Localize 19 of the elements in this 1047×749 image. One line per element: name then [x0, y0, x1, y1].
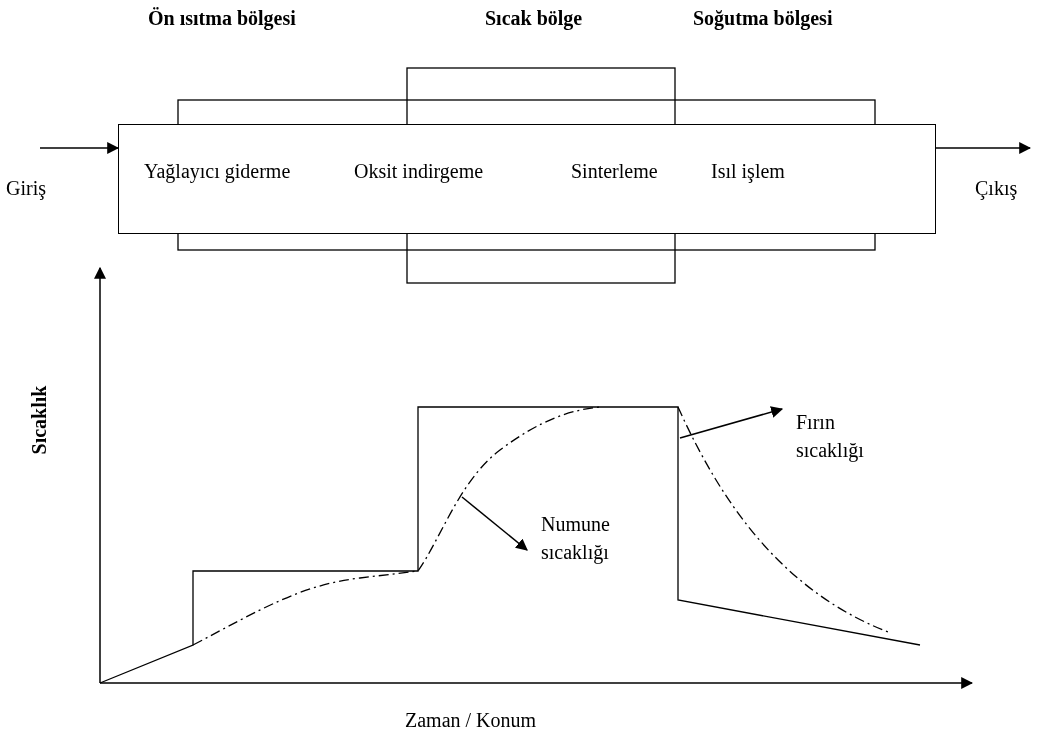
flow-arrow	[935, 142, 1032, 154]
callout-text: Fırın sıcaklığı	[782, 408, 902, 464]
inlet-label: Giriş	[6, 178, 46, 198]
callout-text: Numune sıcaklığı	[527, 510, 647, 566]
furnace-temperature-line	[99, 406, 921, 684]
outlet-label: Çıkış	[975, 178, 1018, 198]
zone-title: Ön ısıtma bölgesi	[148, 8, 296, 28]
process-label: Yağlayıcı giderme	[144, 161, 291, 181]
process-label: Sinterleme	[571, 161, 658, 181]
axis-label: Zaman / Konum	[405, 710, 537, 730]
process-label: Oksit indirgeme	[354, 161, 484, 181]
zone-title: Sıcak bölge	[485, 8, 583, 28]
flow-arrow	[39, 142, 120, 154]
process-label: Isıl işlem	[711, 161, 785, 181]
leader-arrow	[461, 496, 528, 551]
furnace-tube	[118, 124, 936, 234]
zone-title: Soğutma bölgesi	[693, 8, 833, 28]
leader-arrow	[679, 406, 784, 439]
axis-label: Sıcaklık	[29, 385, 50, 455]
